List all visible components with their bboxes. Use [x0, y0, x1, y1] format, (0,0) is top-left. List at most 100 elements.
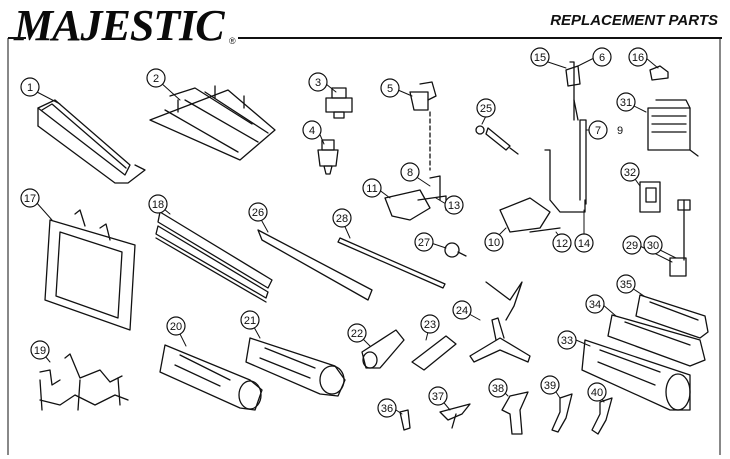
part-19-wire-grate	[39, 353, 129, 411]
part-26-strip	[257, 229, 373, 301]
svg-text:10: 10	[488, 237, 500, 249]
callout-23: 23	[420, 314, 440, 334]
part-15-pilot-assembly	[565, 61, 581, 121]
svg-text:23: 23	[424, 319, 436, 331]
callout-26: 26	[248, 202, 268, 222]
callout-22: 22	[347, 323, 367, 343]
callout-15: 15	[530, 47, 550, 67]
part-37-twig	[439, 403, 471, 429]
svg-text:31: 31	[620, 97, 632, 109]
part-23-log-piece	[411, 335, 457, 371]
callout-24: 24	[452, 300, 472, 320]
svg-text:30: 30	[647, 240, 659, 252]
callout-3: 3	[308, 72, 328, 92]
callout-20: 20	[166, 316, 186, 336]
part-32-switch	[639, 181, 661, 213]
callout-31: 31	[616, 92, 636, 112]
callout-7: 7	[588, 120, 608, 140]
svg-text:16: 16	[632, 52, 644, 64]
svg-text:27: 27	[418, 237, 430, 249]
page-title: REPLACEMENT PARTS	[550, 12, 718, 29]
callout-40: 40	[587, 382, 607, 402]
part-17-front-panel	[44, 209, 136, 331]
part-1-burner-tray	[37, 99, 146, 184]
svg-text:33: 33	[561, 335, 573, 347]
svg-text:21: 21	[244, 315, 256, 327]
svg-text:26: 26	[252, 207, 264, 219]
svg-text:1: 1	[27, 82, 33, 94]
callout-4: 4	[302, 120, 322, 140]
callout-1: 1	[20, 77, 40, 97]
part-40-twig	[591, 397, 613, 435]
svg-text:39: 39	[544, 380, 556, 392]
callout-6: 6	[592, 47, 612, 67]
callout-38: 38	[488, 378, 508, 398]
svg-text:20: 20	[170, 321, 182, 333]
svg-text:22: 22	[351, 328, 363, 340]
svg-text:6: 6	[599, 52, 605, 64]
part-35-log	[635, 294, 709, 339]
callout-37: 37	[428, 386, 448, 406]
part-2-grate	[149, 85, 276, 161]
svg-text:11: 11	[366, 183, 377, 195]
callout-32: 32	[620, 162, 640, 182]
callout-29: 29	[622, 235, 642, 255]
part-3-fitting	[325, 87, 353, 119]
callout-18: 18	[148, 194, 168, 214]
callout-9: 9	[617, 125, 623, 137]
svg-text:32: 32	[624, 167, 636, 179]
callout-13: 13	[444, 195, 464, 215]
callout-12: 12	[552, 233, 572, 253]
part-33-log	[581, 339, 691, 411]
svg-text:35: 35	[620, 279, 632, 291]
registered-mark: ®	[229, 36, 236, 46]
part-10-gas-valve	[499, 119, 587, 233]
svg-text:8: 8	[407, 167, 413, 179]
part-20-log	[159, 344, 263, 411]
callout-36: 36	[377, 398, 397, 418]
part-18-louver	[155, 211, 273, 303]
brand-logo: MAJESTIC	[14, 1, 225, 50]
part-38-twig	[501, 391, 529, 435]
svg-text:24: 24	[456, 305, 468, 317]
callout-30: 30	[643, 235, 663, 255]
callout-14: 14	[574, 233, 594, 253]
svg-text:15: 15	[534, 52, 546, 64]
svg-text:9: 9	[617, 125, 623, 137]
callout-8: 8	[400, 162, 420, 182]
callout-11: 11	[362, 178, 382, 198]
callout-2: 2	[146, 68, 166, 88]
callout-5: 5	[380, 78, 400, 98]
part-28-rod	[337, 237, 446, 289]
callout-35: 35	[616, 274, 636, 294]
svg-text:34: 34	[589, 299, 601, 311]
callout-10: 10	[484, 232, 504, 252]
part-22-log-piece	[361, 329, 405, 369]
part-25-thermocouple	[475, 125, 519, 155]
svg-text:38: 38	[492, 383, 504, 395]
part-39-twig	[551, 393, 573, 433]
part-31-transformer	[647, 99, 699, 157]
callout-33: 33	[557, 330, 577, 350]
part-24-branch	[469, 281, 531, 363]
svg-text:19: 19	[34, 345, 46, 357]
part-16-bracket	[649, 65, 669, 81]
svg-text:4: 4	[309, 125, 315, 137]
callout-16: 16	[628, 47, 648, 67]
part-27-knob	[444, 242, 467, 258]
callout-19: 19	[30, 340, 50, 360]
part-29-igniter	[669, 199, 691, 277]
svg-text:18: 18	[152, 199, 164, 211]
part-34-log	[607, 314, 706, 367]
callout-28: 28	[332, 208, 352, 228]
svg-text:25: 25	[480, 103, 492, 115]
part-36-twig	[399, 409, 411, 431]
part-4-orifice	[317, 139, 339, 175]
svg-text:29: 29	[626, 240, 638, 252]
callout-27: 27	[414, 232, 434, 252]
svg-text:14: 14	[578, 238, 590, 250]
svg-text:5: 5	[387, 83, 393, 95]
callout-21: 21	[240, 310, 260, 330]
